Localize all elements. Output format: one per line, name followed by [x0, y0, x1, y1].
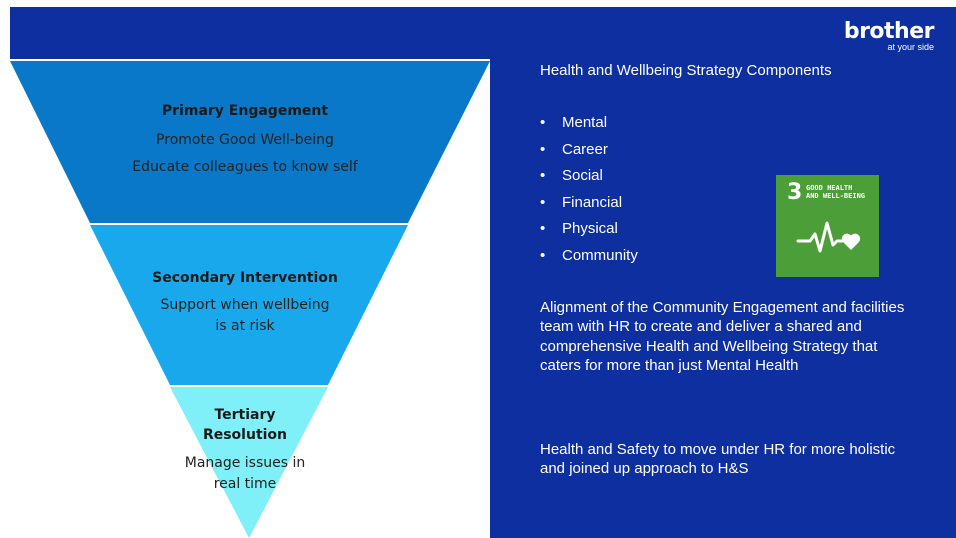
- secondary-intervention-text: Secondary Intervention Support when well…: [120, 270, 370, 337]
- tertiary-resolution-body: Manage issues in real time: [170, 453, 320, 495]
- secondary-line: Support when wellbeing: [160, 297, 330, 313]
- list-item: • Physical: [540, 216, 638, 243]
- logo-tagline: at your side: [887, 42, 934, 52]
- secondary-intervention-body: Support when wellbeing is at risk: [120, 295, 370, 337]
- tertiary-resolution-text: Tertiary Resolution Manage issues in rea…: [170, 405, 320, 495]
- bullet-icon: •: [540, 246, 546, 264]
- tertiary-resolution-title: Tertiary Resolution: [170, 405, 320, 445]
- strategy-heading: Health and Wellbeing Strategy Components: [540, 62, 832, 79]
- tertiary-title-line: Tertiary: [214, 407, 276, 423]
- alignment-paragraph: Alignment of the Community Engagement an…: [540, 299, 905, 375]
- component-label: Community: [562, 246, 638, 264]
- health-safety-paragraph: Health and Safety to move under HR for m…: [540, 441, 896, 478]
- strategy-components-list: • Mental • Career • Social • Financial • Phys…: [540, 110, 638, 269]
- list-item: • Financial: [540, 190, 638, 217]
- funnel-tier-secondary: [90, 225, 408, 385]
- sdg-number: 3: [787, 180, 803, 205]
- engagement-funnel: [10, 61, 490, 538]
- bullet-icon: •: [540, 114, 546, 131]
- component-label: Career: [562, 140, 608, 158]
- bullet-icon: •: [540, 167, 546, 184]
- list-item: • Social: [540, 163, 638, 190]
- secondary-line: is at risk: [215, 318, 275, 334]
- tertiary-line: Manage issues in: [184, 455, 306, 471]
- bullet-icon: •: [540, 140, 546, 158]
- bullet-icon: •: [540, 193, 546, 211]
- component-label: Social: [562, 167, 603, 184]
- brother-logo: brother at your side: [843, 19, 935, 53]
- funnel-tier-primary: [10, 61, 490, 223]
- primary-line: Promote Good Well-being: [156, 132, 334, 148]
- strategy-panel: [490, 59, 956, 538]
- component-label: Financial: [562, 193, 623, 211]
- list-item: • Community: [540, 243, 638, 270]
- primary-engagement-text: Primary Engagement Promote Good Well-bei…: [95, 103, 395, 181]
- sdg-label: GOOD HEALTH AND WELL-BEING: [806, 184, 866, 200]
- component-label: Physical: [562, 220, 618, 237]
- primary-engagement-title: Primary Engagement: [161, 103, 329, 119]
- funnel-tier-tertiary: [170, 387, 328, 538]
- primary-line: Educate colleagues to know self: [132, 159, 358, 175]
- primary-engagement-body: Promote Good Well-being Educate colleagu…: [95, 127, 395, 181]
- tertiary-line: real time: [213, 476, 277, 492]
- heartbeat-heart-icon: [796, 221, 861, 253]
- component-label: Mental: [562, 114, 608, 131]
- top-banner: brother at your side: [10, 7, 956, 59]
- logo-wordmark: brother: [843, 19, 935, 44]
- list-item: • Career: [540, 137, 638, 164]
- bullet-icon: •: [540, 220, 546, 237]
- sdg-3-badge: 3 GOOD HEALTH AND WELL-BEING: [776, 175, 879, 277]
- tertiary-title-line: Resolution: [202, 427, 288, 443]
- list-item: • Mental: [540, 110, 638, 137]
- secondary-intervention-title: Secondary Intervention: [152, 270, 338, 286]
